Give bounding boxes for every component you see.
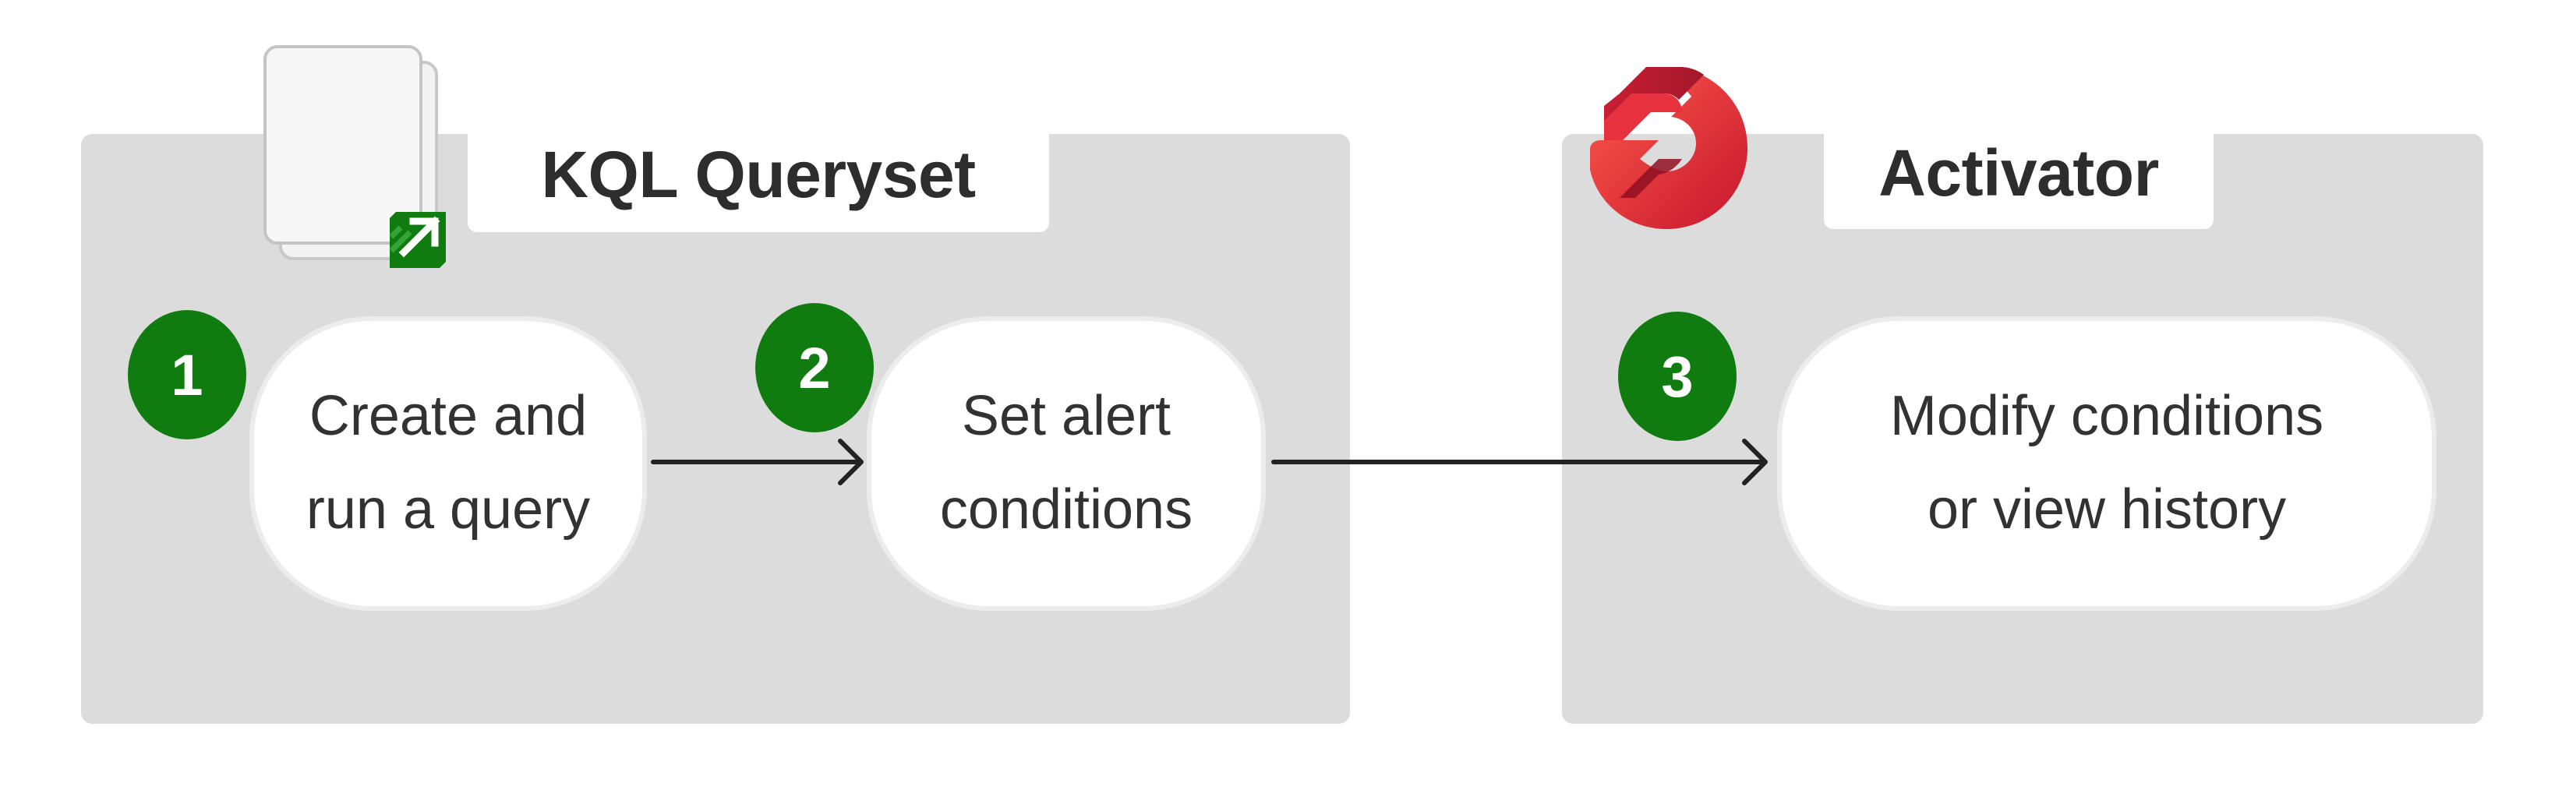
step-3-badge: 3 <box>1618 312 1737 441</box>
step-2-line-2: conditions <box>939 478 1193 541</box>
kql-queryset-title: KQL Queryset <box>468 117 1049 232</box>
step-3-number: 3 <box>1661 344 1694 409</box>
arrow-2-to-3-icon <box>1271 439 1768 485</box>
step-create-query: Create and run a query <box>254 321 642 606</box>
arrow-1-to-2-icon <box>651 439 864 485</box>
step-1-badge: 1 <box>128 310 246 439</box>
kql-queryset-title-text: KQL Queryset <box>541 137 976 211</box>
step-2-line-1: Set alert <box>961 385 1171 448</box>
kql-queryset-icon <box>263 45 446 268</box>
step-2-badge: 2 <box>755 303 874 432</box>
step-3-line-1: Modify conditions <box>1889 385 2324 448</box>
step-3-line-2: or view history <box>1927 478 2287 541</box>
activator-logo-icon <box>1590 67 1747 229</box>
activator-title-text: Activator <box>1878 136 2159 210</box>
step-1-line-2: run a query <box>306 478 591 541</box>
step-2-number: 2 <box>798 335 831 400</box>
step-modify-conditions: Modify conditions or view history <box>1782 321 2432 606</box>
activator-title: Activator <box>1824 117 2214 229</box>
step-1-line-1: Create and <box>309 385 588 448</box>
step-set-alert: Set alert conditions <box>871 321 1261 606</box>
step-1-number: 1 <box>171 342 203 407</box>
